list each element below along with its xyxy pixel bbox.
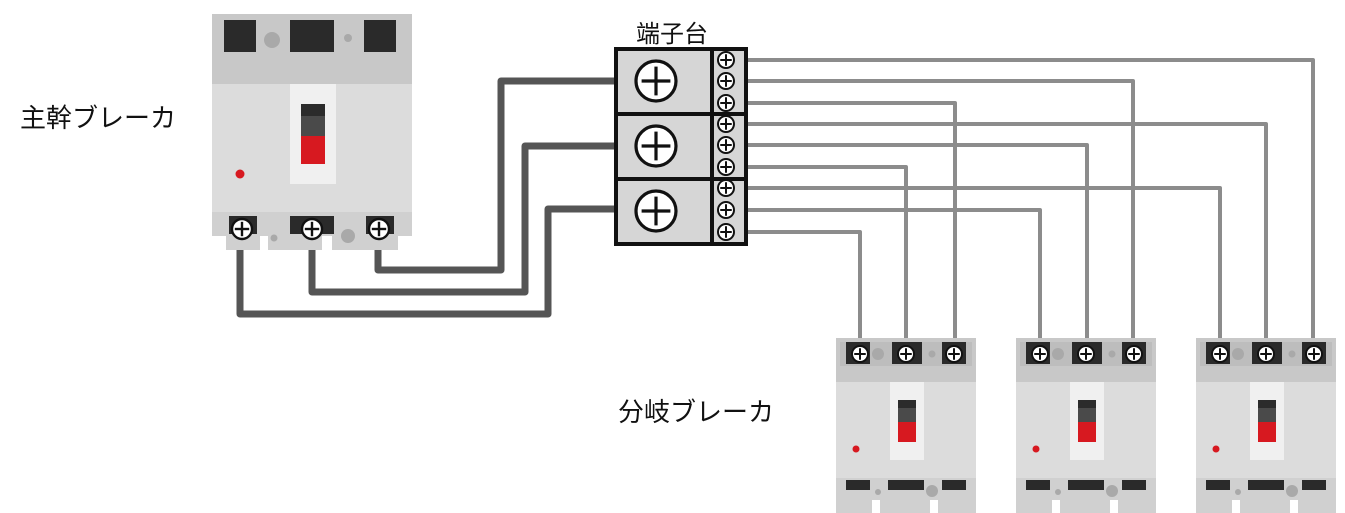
branch-breaker-terminal-3-icon (1305, 345, 1323, 363)
branch-breaker-terminal-2-icon (1257, 345, 1275, 363)
main-breaker-terminal-1-icon (230, 217, 254, 241)
branch-breaker-handle-top (1258, 400, 1276, 408)
branch-breaker-handle-red (1078, 422, 1096, 442)
branch-breaker-bottom-slot-2 (1248, 480, 1284, 490)
terminal-block-small-screw-4-icon (717, 115, 735, 133)
main-feed-wire-3 (374, 77, 644, 274)
branch-breaker-bottom-slot-3 (1302, 480, 1326, 490)
branch-breaker-1 (836, 338, 976, 513)
branch-wire-7 (724, 186, 1222, 348)
branch-breaker-bottom-slot-3 (1122, 480, 1146, 490)
main-breaker (212, 14, 412, 250)
main-feed-wire-2 (308, 142, 644, 296)
branch-breaker-notch-2 (1290, 500, 1298, 513)
branch-breaker-bottom-slot-1 (1206, 480, 1230, 490)
terminal-block-small-screw-2-icon (717, 72, 735, 90)
terminal-block-small-screw-7-icon (717, 179, 735, 197)
branch-breaker-top-pin (1288, 350, 1296, 358)
main-breaker-notch-3 (322, 236, 332, 250)
branch-breaker-handle-mid (898, 408, 916, 422)
main-breaker-bottom-hole (341, 229, 355, 243)
main-breaker-top-slot-1 (224, 20, 256, 52)
main-breaker-top-slot-3 (364, 20, 396, 52)
branch-breaker-notch-1 (1232, 500, 1240, 513)
branch-breaker-top-hole (872, 348, 884, 360)
branch-breaker-bottom-slot-2 (888, 480, 924, 490)
main-breaker-handle-mid (301, 116, 325, 136)
branch-breaker-handle-mid (1258, 408, 1276, 422)
branch-breaker-bottom-pin (1055, 489, 1061, 495)
branch-breaker-terminal-2-icon (897, 345, 915, 363)
branch-breaker-handle-red (1258, 422, 1276, 442)
branch-breaker-bottom-hole (926, 485, 938, 497)
terminal-block-main-screw-2-icon (634, 124, 678, 168)
branch-breaker-indicator (1032, 445, 1040, 453)
branch-breaker-bottom-slot-3 (942, 480, 966, 490)
branch-wire-3 (724, 101, 957, 348)
branch-breaker-3 (1196, 338, 1336, 513)
branch-breaker-notch-2 (930, 500, 938, 513)
branch-breaker-notch-2 (1110, 500, 1118, 513)
branch-wire-4 (724, 122, 1268, 348)
branch-breaker-label: 分岐ブレーカ (618, 398, 775, 428)
branch-breaker-indicator (852, 445, 860, 453)
main-breaker-handle-red (301, 136, 325, 164)
main-breaker-notch-4 (398, 236, 412, 250)
branch-breaker-terminal-1-icon (1031, 345, 1049, 363)
terminal-block-small-screw-8-icon (717, 201, 735, 219)
branch-wire-9 (724, 230, 862, 348)
terminal-block-small-screw-9-icon (717, 223, 735, 241)
branch-breaker-terminal-1-icon (1211, 345, 1229, 363)
branch-breaker-handle-top (1078, 400, 1096, 408)
branch-breaker-handle-mid (1078, 408, 1096, 422)
branch-breaker-terminal-3-icon (1125, 345, 1143, 363)
branch-breaker-terminal-3-icon (945, 345, 963, 363)
main-breaker-notch-1 (212, 236, 226, 250)
branch-breaker-top-hole (1232, 348, 1244, 360)
main-breaker-top-hole (264, 32, 280, 48)
main-breaker-label: 主幹ブレーカ (20, 104, 177, 134)
branch-wire-1 (724, 58, 1315, 348)
main-breaker-top-slot-2 (290, 20, 334, 52)
terminal-block-label: 端子台 (636, 20, 708, 48)
branch-breaker-bottom-slot-1 (846, 480, 870, 490)
main-breaker-terminal-2-icon (300, 217, 324, 241)
branch-breaker-bottom-hole (1106, 485, 1118, 497)
main-breaker-terminal-3-icon (367, 217, 391, 241)
branch-breaker-notch-1 (872, 500, 880, 513)
main-breaker-handle-top (301, 104, 325, 116)
branch-breaker-bottom-hole (1286, 485, 1298, 497)
terminal-block-small-screw-1-icon (717, 51, 735, 69)
main-breaker-indicator (235, 169, 245, 179)
branch-breaker-bottom-pin (875, 489, 881, 495)
branch-breaker-terminal-1-icon (851, 345, 869, 363)
branch-breaker-indicator (1212, 445, 1220, 453)
terminal-block-main-screw-3-icon (634, 189, 678, 233)
terminal-block-main-screw-1-icon (634, 59, 678, 103)
terminal-block (614, 47, 748, 246)
branch-breaker-2 (1016, 338, 1156, 513)
branch-breaker-handle-top (898, 400, 916, 408)
branch-wire-6 (724, 165, 908, 348)
main-breaker-top-pin (344, 34, 352, 42)
branch-wire-8 (724, 208, 1042, 348)
terminal-block-small-screw-6-icon (717, 158, 735, 176)
branch-wire-2 (724, 79, 1135, 348)
terminal-block-small-screw-5-icon (717, 136, 735, 154)
branch-breaker-top-hole (1052, 348, 1064, 360)
branch-breaker-handle-red (898, 422, 916, 442)
branch-wire-5 (724, 143, 1089, 348)
branch-breaker-terminal-2-icon (1077, 345, 1095, 363)
main-breaker-bottom-pin (270, 234, 278, 242)
main-breaker-notch-2 (260, 236, 268, 250)
terminal-block-small-screw-3-icon (717, 94, 735, 112)
branch-breaker-bottom-pin (1235, 489, 1241, 495)
branch-breaker-top-pin (1108, 350, 1116, 358)
branch-breaker-top-pin (928, 350, 936, 358)
main-feed-wire-1 (236, 205, 644, 318)
branch-breaker-notch-1 (1052, 500, 1060, 513)
branch-breaker-bottom-slot-1 (1026, 480, 1050, 490)
branch-breaker-bottom-slot-2 (1068, 480, 1104, 490)
